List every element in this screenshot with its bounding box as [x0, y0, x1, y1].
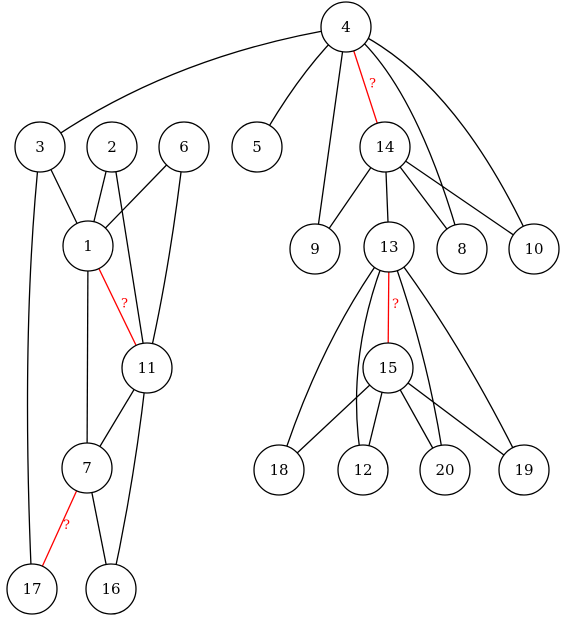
- node-circle-18: [253, 444, 305, 496]
- node-circle-12: [337, 444, 389, 496]
- node-circle-8: [436, 223, 488, 275]
- node-20: 20: [419, 444, 471, 496]
- node-label-8: 8: [457, 240, 467, 258]
- node-circle-10: [508, 223, 560, 275]
- node-circle-14: [359, 121, 411, 173]
- edge-3-17: [26, 146, 41, 590]
- node-8: 8: [436, 223, 488, 275]
- node-4: 4: [320, 1, 372, 53]
- node-15: 15: [362, 342, 414, 394]
- node-10: 10: [508, 223, 560, 275]
- edge-11-16: [110, 367, 148, 590]
- node-circle-17: [6, 563, 58, 615]
- edge-4-10: [345, 26, 535, 250]
- node-label-15: 15: [378, 359, 397, 377]
- node-16: 16: [85, 563, 137, 615]
- node-circle-7: [61, 442, 113, 494]
- node-circle-6: [158, 121, 210, 173]
- node-label-4: 4: [341, 18, 351, 36]
- node-circle-19: [498, 444, 550, 496]
- node-1: 1: [62, 220, 114, 272]
- node-14: 14: [359, 121, 411, 173]
- node-label-10: 10: [524, 240, 543, 258]
- edge-14-10: [384, 146, 535, 250]
- node-label-14: 14: [375, 138, 394, 156]
- node-9: 9: [289, 223, 341, 275]
- edge-13-18: [278, 246, 390, 471]
- edge-label-1-11: ?: [121, 297, 128, 312]
- edge-2-11: [111, 146, 148, 369]
- node-18: 18: [253, 444, 305, 496]
- edge-13-12: [355, 246, 390, 471]
- node-label-9: 9: [310, 240, 320, 258]
- edge-label-4-14: ?: [369, 77, 376, 92]
- node-label-17: 17: [22, 580, 41, 598]
- edge-label-7-17: ?: [63, 518, 70, 533]
- node-label-11: 11: [137, 359, 156, 377]
- edge-4-9: [314, 26, 347, 250]
- node-label-16: 16: [101, 580, 120, 598]
- node-circle-15: [362, 342, 414, 394]
- node-circle-20: [419, 444, 471, 496]
- node-12: 12: [337, 444, 389, 496]
- node-label-2: 2: [107, 138, 117, 156]
- edge-labels-layer: ????: [63, 77, 399, 534]
- node-label-1: 1: [83, 237, 93, 255]
- node-label-19: 19: [514, 461, 533, 479]
- node-17: 17: [6, 563, 58, 615]
- node-circle-5: [231, 121, 283, 173]
- node-11: 11: [121, 342, 173, 394]
- node-circle-2: [86, 121, 138, 173]
- node-label-6: 6: [179, 138, 189, 156]
- node-19: 19: [498, 444, 550, 496]
- node-13: 13: [363, 221, 415, 273]
- node-circle-9: [289, 223, 341, 275]
- node-2: 2: [86, 121, 138, 173]
- node-label-12: 12: [353, 461, 372, 479]
- node-circle-3: [14, 121, 66, 173]
- node-label-18: 18: [269, 461, 288, 479]
- edge-13-20: [388, 246, 446, 471]
- node-label-3: 3: [35, 138, 45, 156]
- node-circle-11: [121, 342, 173, 394]
- node-5: 5: [231, 121, 283, 173]
- node-circle-1: [62, 220, 114, 272]
- edge-4-3: [39, 26, 347, 148]
- node-circle-16: [85, 563, 137, 615]
- node-label-13: 13: [379, 238, 398, 256]
- edge-15-19: [387, 367, 525, 471]
- node-6: 6: [158, 121, 210, 173]
- node-3: 3: [14, 121, 66, 173]
- edge-1-7: [86, 245, 89, 469]
- node-circle-4: [320, 1, 372, 53]
- node-label-5: 5: [252, 138, 262, 156]
- edge-13-19: [388, 246, 525, 471]
- edges-layer: [26, 26, 535, 590]
- node-label-20: 20: [435, 461, 454, 479]
- node-label-7: 7: [82, 459, 92, 477]
- edge-label-13-15: ?: [392, 297, 399, 312]
- node-circle-13: [363, 221, 415, 273]
- node-7: 7: [61, 442, 113, 494]
